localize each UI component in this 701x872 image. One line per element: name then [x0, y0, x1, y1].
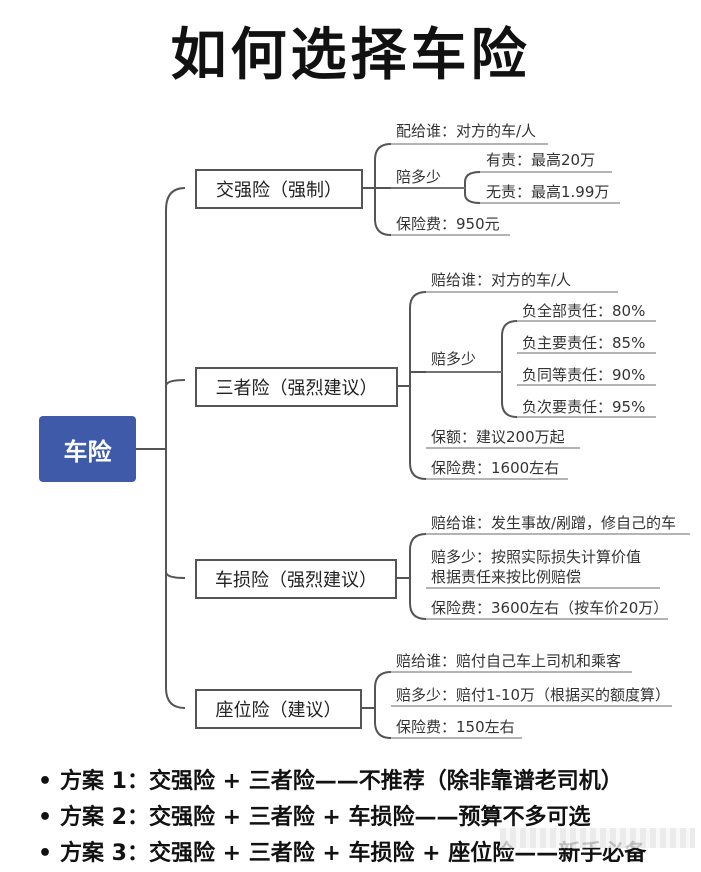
leaf-compulsory-premium: 保险费：950元 — [396, 215, 500, 233]
leaf-seat-how-much: 赔多少：赔付1-10万（根据买的额度算） — [396, 686, 671, 704]
bullet-dot-icon: • — [38, 805, 53, 830]
leaf-damage-proportional: 根据责任来按比例赔偿 — [431, 568, 582, 586]
plan-text: 方案 2：交强险 + 三者险 + 车损险——预算不多可选 — [60, 805, 591, 830]
leaf-compulsory-not-liable: 无责：最高1.99万 — [486, 183, 610, 201]
leaf-damage-premium: 保险费：3600左右（按车价20万） — [431, 599, 669, 617]
branch-vehicle-damage-insurance: 车损险（强烈建议） — [195, 559, 397, 599]
leaf-third-party-full: 负全部责任：80% — [522, 302, 646, 320]
leaf-third-party-equal: 负同等责任：90% — [522, 366, 646, 384]
leaf-compulsory-who: 配给谁：对方的车/人 — [396, 122, 537, 140]
plan-item: • 方案 1：交强险 + 三者险——不推荐（除非靠谱老司机） — [38, 764, 698, 800]
branch-compulsory-insurance: 交强险（强制） — [195, 169, 363, 209]
leaf-third-party-coverage: 保额：建议200万起 — [431, 428, 565, 446]
plan-text: 方案 1：交强险 + 三者险——不推荐（除非靠谱老司机） — [60, 769, 623, 794]
bullet-dot-icon: • — [38, 841, 53, 866]
plan-item: • 方案 2：交强险 + 三者险 + 车损险——预算不多可选 — [38, 800, 698, 836]
leaf-third-party-minor: 负次要责任：95% — [522, 398, 646, 416]
leaf-seat-who: 赔给谁：赔付自己车上司机和乘客 — [396, 652, 622, 670]
leaf-seat-premium: 保险费：150左右 — [396, 718, 515, 736]
leaf-compulsory-liable: 有责：最高20万 — [486, 151, 596, 169]
leaf-damage-how-much: 赔多少：按照实际损失计算价值 — [431, 548, 642, 566]
leaf-damage-who: 赔给谁：发生事故/剐蹭，修自己的车 — [431, 514, 677, 532]
watermark — [500, 828, 695, 848]
page-title: 如何选择车险 — [170, 23, 531, 88]
bullet-dot-icon: • — [38, 769, 53, 794]
branch-third-party-insurance: 三者险（强烈建议） — [195, 367, 398, 407]
leaf-third-party-premium: 保险费：1600左右 — [431, 459, 560, 477]
plan-list: • 方案 1：交强险 + 三者险——不推荐（除非靠谱老司机） • 方案 2：交强险 … — [38, 764, 698, 872]
root-node: 车险 — [39, 416, 136, 482]
branch-seat-insurance: 座位险（建议） — [195, 689, 362, 729]
leaf-third-party-who: 赔给谁：对方的车/人 — [431, 271, 572, 289]
leaf-third-party-how-much: 赔多少 — [431, 350, 477, 368]
leaf-third-party-major: 负主要责任：85% — [522, 334, 646, 352]
leaf-compulsory-how-much: 陪多少 — [396, 168, 442, 186]
